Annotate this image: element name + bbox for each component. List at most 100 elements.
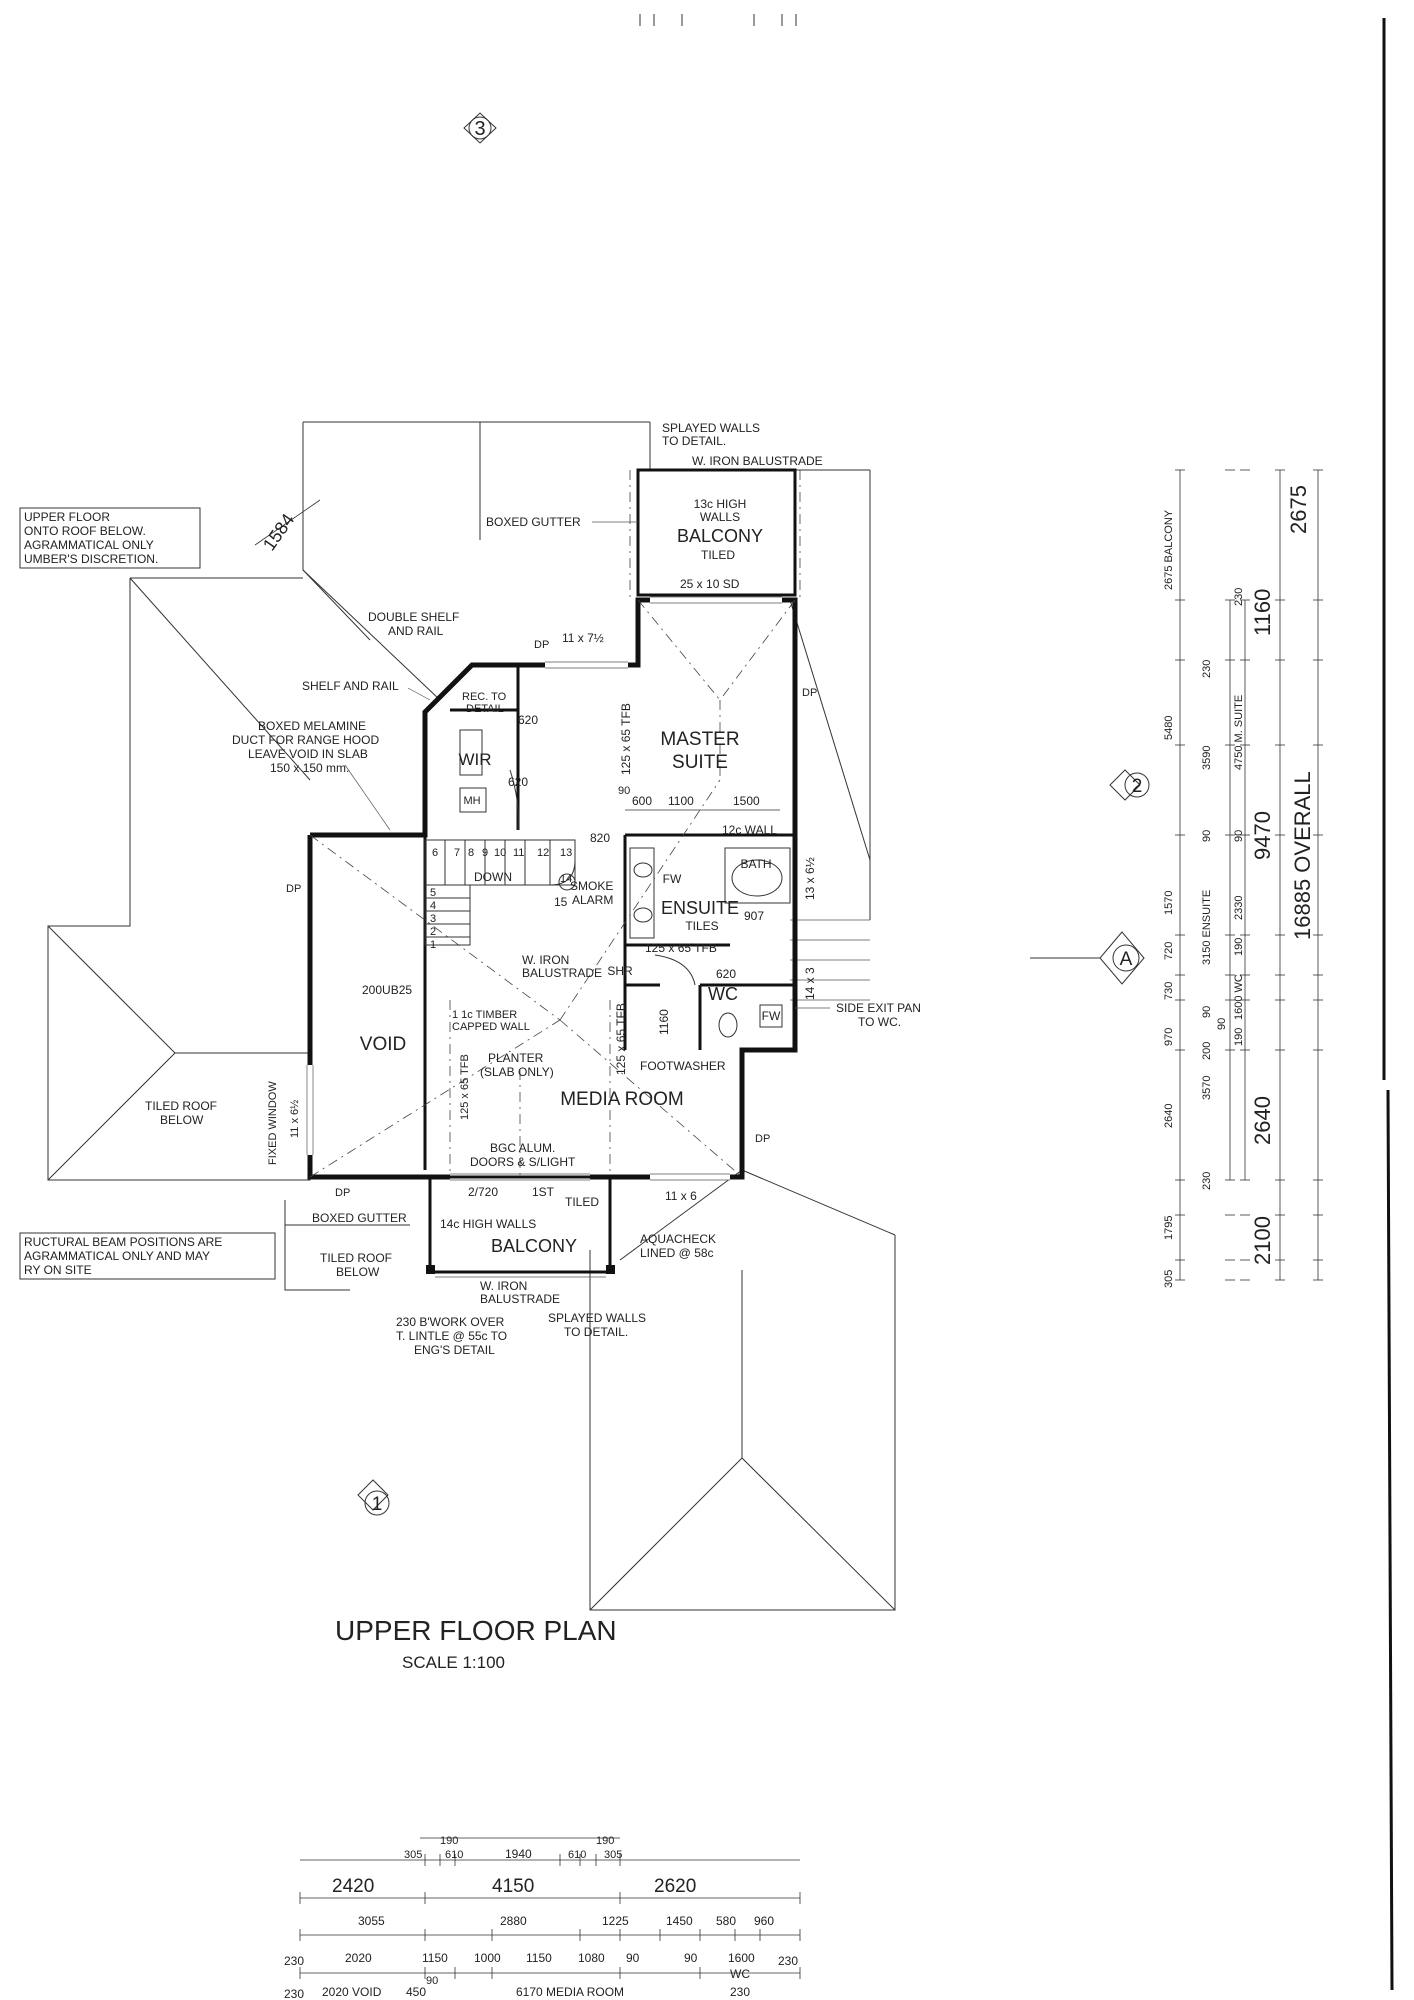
svg-text:1150: 1150 bbox=[526, 1951, 552, 1965]
svg-text:BOXED MELAMINE: BOXED MELAMINE bbox=[258, 719, 366, 733]
balcony-walls-label-2: WALLS bbox=[700, 510, 740, 524]
svg-text:BELOW: BELOW bbox=[160, 1113, 204, 1127]
svg-text:820: 820 bbox=[590, 831, 610, 845]
ensuite-label: ENSUITE bbox=[661, 898, 739, 918]
svg-text:3055: 3055 bbox=[358, 1914, 385, 1928]
window-labels: 25 x 10 SD 11 x 7½ 13 x 6½ 14 x 3 11 x 6… bbox=[459, 577, 817, 1203]
void-label: VOID bbox=[360, 1034, 406, 1055]
svg-text:DOUBLE SHELF: DOUBLE SHELF bbox=[368, 610, 459, 624]
svg-text:305: 305 bbox=[1163, 1270, 1175, 1288]
svg-text:230: 230 bbox=[778, 1954, 798, 1968]
svg-text:230: 230 bbox=[1201, 1172, 1213, 1190]
svg-text:5480: 5480 bbox=[1163, 716, 1175, 740]
svg-text:AGRAMMATICAL ONLY: AGRAMMATICAL ONLY bbox=[24, 538, 154, 552]
svg-text:2100: 2100 bbox=[1250, 1216, 1275, 1265]
svg-text:DP: DP bbox=[335, 1187, 350, 1199]
svg-text:DUCT FOR RANGE HOOD: DUCT FOR RANGE HOOD bbox=[232, 733, 379, 747]
mh-label: MH bbox=[463, 795, 480, 807]
svg-text:SPLAYED WALLS: SPLAYED WALLS bbox=[662, 421, 760, 435]
svg-text:1795: 1795 bbox=[1163, 1216, 1175, 1240]
dim-1584: 1584 bbox=[254, 499, 321, 554]
svg-text:230: 230 bbox=[730, 1985, 750, 1999]
staircase bbox=[424, 839, 576, 946]
stair-number: 10 bbox=[494, 847, 506, 859]
svg-text:230: 230 bbox=[1233, 588, 1245, 606]
svg-text:970: 970 bbox=[1163, 1028, 1175, 1046]
svg-text:1940: 1940 bbox=[505, 1847, 532, 1861]
tiled-bottom-label: TILED bbox=[565, 1195, 599, 1209]
boxed-gutter-top-label: BOXED GUTTER bbox=[486, 515, 581, 529]
svg-text:2020: 2020 bbox=[345, 1951, 372, 1965]
svg-text:1160: 1160 bbox=[1250, 589, 1275, 636]
shelf-rail-label: SHELF AND RAIL bbox=[302, 679, 399, 693]
stair-number: 12 bbox=[537, 847, 549, 859]
svg-text:AQUACHECK: AQUACHECK bbox=[640, 1232, 716, 1246]
svg-text:1570: 1570 bbox=[1163, 891, 1175, 915]
room-labels: MASTER SUITE ENSUITE TILES WC WIR VOID M… bbox=[360, 497, 781, 1256]
stair-number: 7 bbox=[454, 847, 460, 859]
balcony-walls-label-1: 13c HIGH bbox=[694, 497, 747, 511]
svg-text:6170 MEDIA ROOM: 6170 MEDIA ROOM bbox=[516, 1985, 624, 1999]
master-suite-label-1: MASTER bbox=[660, 729, 739, 750]
svg-text:SPLAYED WALLS: SPLAYED WALLS bbox=[548, 1311, 646, 1325]
bottom-balcony bbox=[426, 1175, 615, 1278]
svg-text:90: 90 bbox=[618, 785, 630, 797]
svg-text:960: 960 bbox=[754, 1914, 774, 1928]
svg-text:720: 720 bbox=[1163, 942, 1175, 960]
svg-text:305: 305 bbox=[604, 1849, 622, 1861]
svg-text:1080: 1080 bbox=[578, 1951, 605, 1965]
svg-text:DP: DP bbox=[534, 639, 549, 651]
svg-text:230: 230 bbox=[1201, 660, 1213, 678]
svg-text:620: 620 bbox=[716, 967, 736, 981]
note-labels: UPPER FLOOR ONTO ROOF BELOW. AGRAMMATICA… bbox=[19, 421, 921, 1357]
svg-text:1100: 1100 bbox=[668, 794, 694, 808]
svg-text:TO WC.: TO WC. bbox=[858, 1015, 901, 1029]
window-11x6: 11 x 6 bbox=[665, 1189, 697, 1203]
svg-text:1225: 1225 bbox=[602, 1914, 629, 1928]
svg-text:1160: 1160 bbox=[657, 1009, 671, 1035]
svg-text:1000: 1000 bbox=[474, 1951, 501, 1965]
grid-label-3: 3 bbox=[474, 118, 485, 140]
svg-text:580: 580 bbox=[716, 1914, 736, 1928]
svg-text:DP: DP bbox=[802, 687, 817, 699]
svg-text:90: 90 bbox=[1216, 1018, 1228, 1030]
svg-text:2330: 2330 bbox=[1233, 896, 1245, 920]
stair-number: 5 bbox=[430, 887, 436, 899]
svg-text:TILED ROOF: TILED ROOF bbox=[320, 1251, 392, 1265]
svg-text:90: 90 bbox=[426, 1975, 438, 1987]
svg-text:ALARM: ALARM bbox=[572, 893, 613, 907]
svg-text:1600: 1600 bbox=[728, 1951, 755, 1965]
svg-text:2: 2 bbox=[1132, 776, 1143, 797]
small-dims: 620 620 620 820 907 1160 90 600 1100 150… bbox=[508, 713, 780, 1035]
svg-text:190: 190 bbox=[1233, 938, 1245, 956]
fw-label-2: FW bbox=[762, 1009, 781, 1023]
ensuite-fixtures bbox=[459, 729, 791, 1038]
svg-text:LEAVE VOID IN SLAB: LEAVE VOID IN SLAB bbox=[248, 747, 368, 761]
plan-title: UPPER FLOOR PLAN bbox=[335, 1615, 617, 1646]
svg-text:2620: 2620 bbox=[654, 1876, 696, 1897]
svg-text:600: 600 bbox=[632, 794, 652, 808]
tfb-vert-3: 125 x 65 TFB bbox=[459, 1054, 471, 1120]
stair-number: 1 bbox=[430, 939, 436, 951]
svg-text:SIDE EXIT PAN: SIDE EXIT PAN bbox=[836, 1001, 921, 1015]
svg-text:90: 90 bbox=[1201, 1006, 1213, 1018]
balcony-top-label: BALCONY bbox=[677, 526, 763, 546]
bath-label: BATH bbox=[740, 857, 771, 871]
down-label: DOWN bbox=[474, 870, 512, 884]
svg-text:A: A bbox=[1120, 949, 1133, 970]
svg-text:2420: 2420 bbox=[332, 1876, 374, 1897]
beam-label: 200UB25 bbox=[362, 983, 412, 997]
svg-text:2640: 2640 bbox=[1163, 1104, 1175, 1128]
grid-marker-2: 2 bbox=[1109, 769, 1150, 801]
svg-text:DOORS & S/LIGHT: DOORS & S/LIGHT bbox=[470, 1155, 576, 1169]
svg-text:AND RAIL: AND RAIL bbox=[388, 624, 444, 638]
svg-text:610: 610 bbox=[445, 1849, 463, 1861]
svg-text:TILED ROOF: TILED ROOF bbox=[145, 1099, 217, 1113]
stair-number: 4 bbox=[430, 900, 436, 912]
svg-text:SMOKE: SMOKE bbox=[570, 879, 613, 893]
wir-label: WIR bbox=[458, 750, 491, 769]
svg-text:1600 WC: 1600 WC bbox=[1233, 974, 1245, 1020]
svg-text:90: 90 bbox=[1201, 830, 1213, 842]
